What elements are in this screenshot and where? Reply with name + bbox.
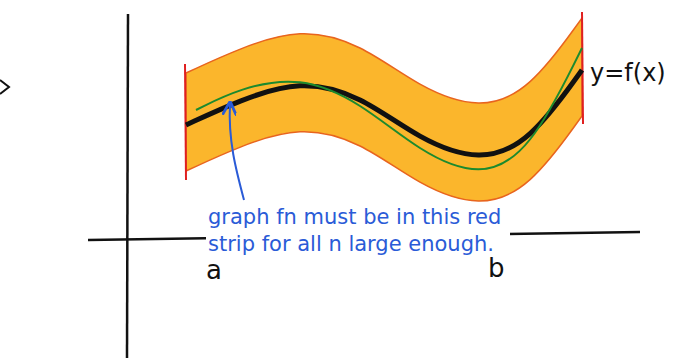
pointer-line	[230, 104, 244, 200]
point-label: b	[486, 252, 507, 286]
fn-curve	[196, 48, 582, 169]
arrow-mark	[0, 80, 9, 94]
point-label: a	[204, 254, 224, 288]
strip-edge	[582, 12, 583, 124]
function-label: y=f(x)	[588, 58, 668, 89]
note-text: graph fn must be in this red strip for a…	[206, 204, 510, 259]
f-curve	[186, 70, 582, 155]
y-axis	[127, 14, 128, 358]
strip-edge	[185, 64, 186, 180]
epsilon-strip	[186, 18, 582, 201]
